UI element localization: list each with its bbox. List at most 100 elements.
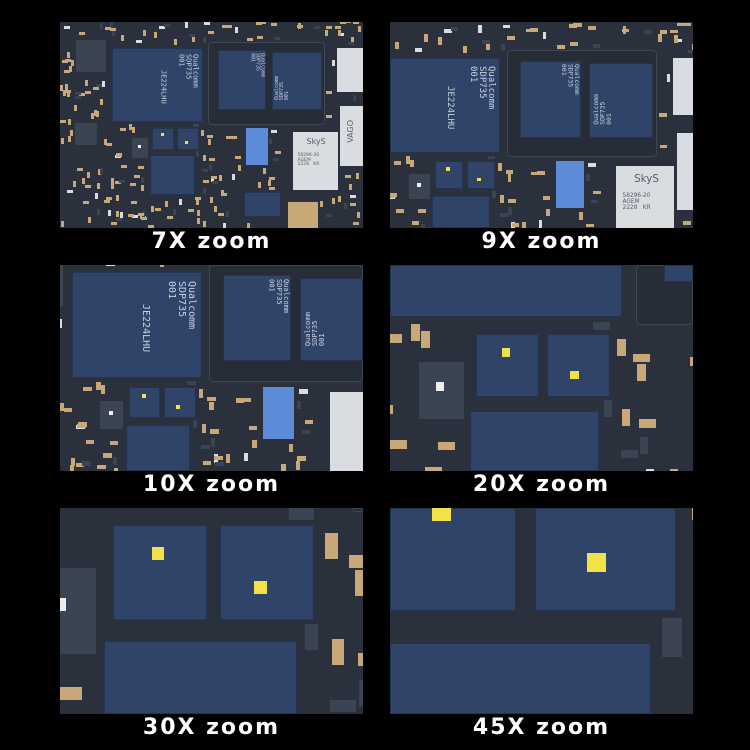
grey-chip (131, 138, 148, 158)
smd-component (573, 22, 581, 27)
smd-component (95, 111, 99, 118)
smd-component (274, 37, 281, 41)
smd-component (140, 177, 144, 184)
smd-component (66, 51, 70, 58)
smd-component (270, 23, 277, 26)
smd-component (683, 221, 691, 226)
qualcomm-chip-3 (271, 52, 322, 110)
smd-component (344, 22, 351, 24)
smd-component (163, 23, 170, 27)
smd-component (525, 28, 534, 33)
smd-component (669, 468, 679, 471)
smd-component (348, 41, 355, 45)
smd-component (77, 423, 86, 428)
smd-component (542, 196, 551, 201)
smd-component (129, 182, 136, 186)
smd-component (396, 208, 404, 213)
grey-chip-3 (74, 123, 97, 145)
qualcomm-chip-2 (664, 265, 693, 283)
smd-component (255, 22, 262, 25)
vago-chip (676, 132, 693, 210)
white-component (336, 48, 363, 92)
chip-marking: Qualcomm SDP735 001 (165, 280, 197, 330)
marker-dot (141, 393, 146, 398)
smd-component (103, 453, 112, 458)
qualcomm-chip (111, 48, 203, 122)
smd-component (314, 26, 321, 30)
smd-component (69, 130, 73, 137)
smd-component (78, 92, 85, 96)
smd-component (592, 321, 610, 331)
smd-component (103, 139, 107, 146)
smd-component (508, 207, 513, 215)
smd-component (66, 190, 73, 194)
smd-component (438, 37, 442, 45)
smd-component (97, 169, 101, 176)
smd-component (113, 456, 118, 466)
smd-component (60, 84, 63, 91)
smd-component (256, 35, 263, 39)
smd-component (60, 119, 66, 123)
small-chip-b (220, 525, 315, 620)
zoom-label: 45X zoom (472, 715, 611, 740)
smd-component (70, 465, 75, 471)
smd-component (344, 175, 351, 178)
smd-component (82, 200, 89, 204)
smd-component (206, 135, 213, 138)
smd-component (411, 323, 420, 341)
smd-component (542, 31, 547, 40)
smd-component (97, 464, 106, 469)
smd-component (202, 154, 206, 161)
smd-component (202, 220, 206, 227)
small-chip-b (164, 386, 196, 418)
smd-component (645, 469, 655, 471)
smd-component (201, 424, 206, 433)
smd-component (106, 142, 113, 146)
smd-component (666, 74, 671, 82)
smd-component (659, 144, 668, 149)
smd-component (196, 198, 200, 205)
smd-component (74, 92, 81, 96)
smd-component (393, 161, 402, 165)
smd-component (225, 454, 230, 463)
smd-component (502, 24, 511, 29)
smd-component (155, 207, 162, 211)
navy-chip (125, 425, 191, 471)
smd-component (108, 209, 111, 216)
smd-component (178, 199, 182, 206)
smd-component (691, 43, 693, 52)
smd-component (337, 30, 341, 37)
smd-component (191, 35, 195, 42)
smd-component (110, 27, 117, 31)
smd-component (63, 26, 70, 30)
smd-component (301, 429, 311, 434)
small-chip-a (112, 525, 208, 620)
smd-component (158, 25, 165, 29)
smd-component (192, 419, 197, 429)
smd-component (63, 70, 70, 74)
smd-component (83, 386, 92, 392)
smd-component (94, 110, 98, 117)
smd-component (498, 163, 503, 171)
smd-component (173, 38, 177, 45)
smd-component (353, 22, 360, 25)
smd-component (65, 83, 69, 90)
smd-component (557, 44, 565, 49)
smd-component (357, 26, 361, 33)
smd-component (96, 381, 101, 391)
smd-component (644, 30, 652, 35)
smd-component (235, 398, 245, 403)
smd-component (588, 163, 596, 168)
smd-component (349, 555, 363, 568)
smd-component (143, 29, 147, 36)
smd-component (586, 223, 594, 228)
grey-chip-2 (75, 40, 106, 72)
smd-component (682, 22, 691, 27)
marker-dot (184, 141, 188, 144)
marker-dot (108, 410, 113, 416)
smd-component (67, 118, 71, 125)
smd-component (95, 193, 99, 200)
small-chip-a (128, 386, 160, 418)
smd-component (105, 197, 112, 201)
marker-dot (501, 348, 511, 357)
